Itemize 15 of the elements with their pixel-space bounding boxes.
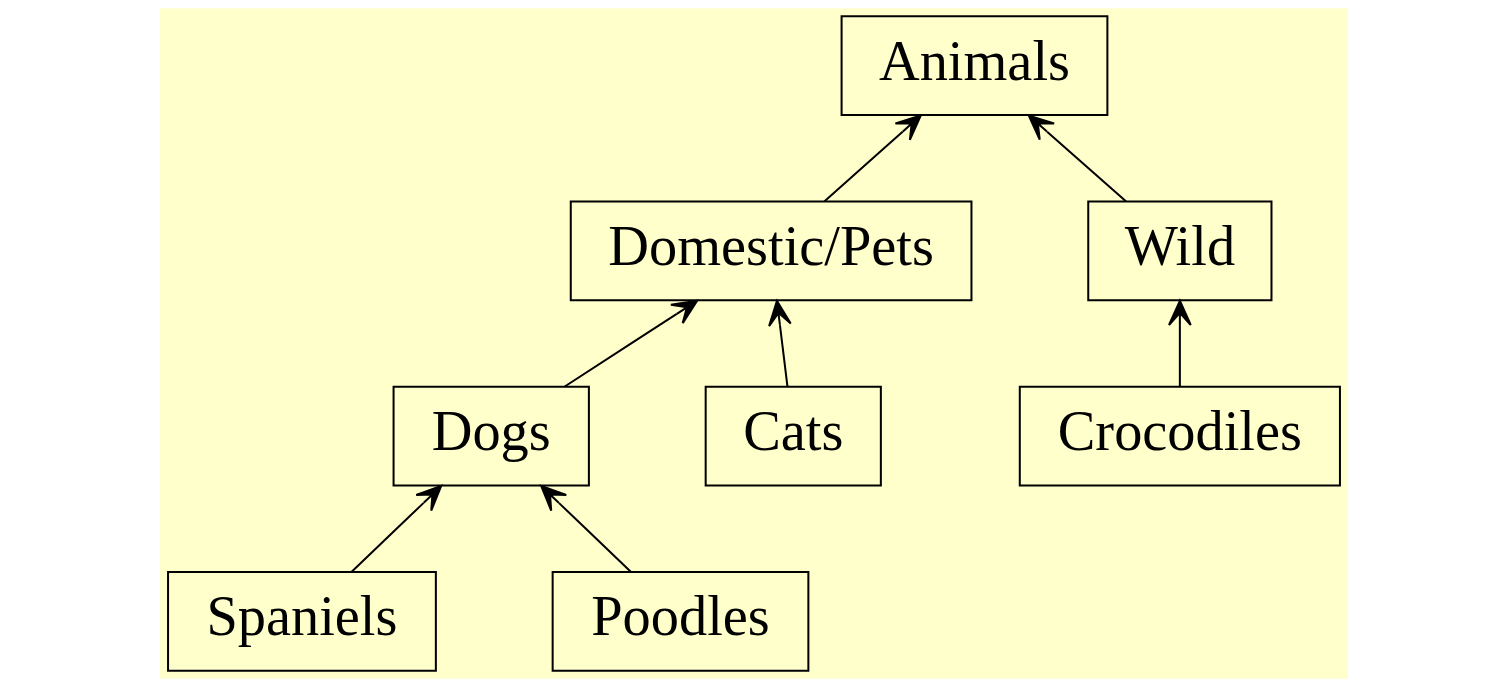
arrow xyxy=(1168,299,1192,387)
node-box: Crocodiles xyxy=(1018,385,1341,487)
arrow xyxy=(351,485,443,573)
arrow xyxy=(768,299,792,387)
node-box: Dogs xyxy=(392,385,590,487)
node-box: Animals xyxy=(840,15,1109,116)
node-box: Poodles xyxy=(551,571,810,672)
arrow xyxy=(540,485,632,573)
node-box: Wild xyxy=(1087,200,1273,302)
node-box: Cats xyxy=(704,385,882,487)
arrow xyxy=(823,114,922,202)
node-box: Spaniels xyxy=(167,571,437,672)
node-box: Domestic/Pets xyxy=(569,200,973,302)
arrow xyxy=(564,299,699,388)
arrow xyxy=(1027,114,1127,202)
